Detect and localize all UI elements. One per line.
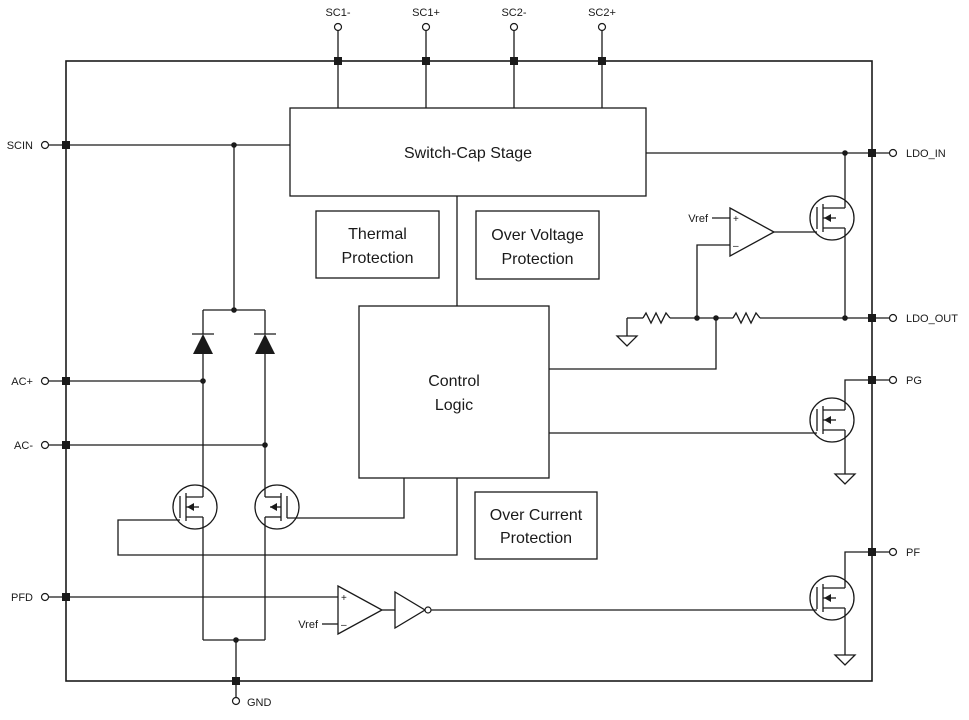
pin-label-sc2-minus: SC2-: [501, 7, 526, 19]
thermal-protection-label-1: Thermal: [348, 226, 407, 243]
over-current-protection-label-1: Over Current: [490, 507, 583, 524]
over-current-protection-label-2: Protection: [500, 530, 572, 547]
control-logic-label-1: Control: [428, 373, 480, 390]
pin-pg: PG: [868, 375, 922, 387]
pin-ac-plus: AC+: [11, 376, 206, 388]
ground-icon: [833, 654, 857, 666]
pin-sc2-plus: SC2+: [588, 7, 616, 108]
pin-sc2-minus: SC2-: [501, 7, 527, 108]
opamp-icon: + –: [337, 584, 384, 636]
pin-ldo-out: LDO_OUT: [868, 313, 958, 325]
pin-label-sc2-plus: SC2+: [588, 7, 616, 19]
over-current-protection-block: [474, 491, 598, 560]
control-logic-block: [358, 305, 550, 479]
pin-sc1-minus: SC1-: [325, 7, 351, 108]
pin-label-pf: PF: [906, 547, 920, 559]
nmos-transistor-icon: [172, 484, 218, 640]
vref-ldo-label: Vref: [688, 213, 709, 225]
opamp-minus-sign: –: [733, 241, 739, 252]
pin-label-pg: PG: [906, 375, 922, 387]
pin-label-sc1-minus: SC1-: [325, 7, 350, 19]
ground-icon: [615, 335, 639, 347]
pin-label-ldo-out: LDO_OUT: [906, 313, 958, 325]
junction-dot: [694, 315, 700, 321]
pin-label-ac-plus: AC+: [11, 376, 33, 388]
pin-label-pfd: PFD: [11, 592, 33, 604]
package-outline: [65, 60, 873, 682]
pin-label-scin: SCIN: [7, 140, 33, 152]
resistor-icon: [732, 311, 761, 325]
opamp-plus-sign: +: [733, 214, 739, 225]
pin-gnd: GND: [231, 677, 272, 709]
pin-ldo-in: LDO_IN: [868, 148, 946, 160]
pin-label-gnd: GND: [247, 697, 272, 709]
pin-pf: PF: [868, 547, 920, 559]
vref-pfd-label: Vref: [298, 619, 319, 631]
inverter-icon: [394, 590, 432, 630]
switch-cap-stage-block: [289, 107, 647, 197]
pin-ac-minus: AC-: [14, 440, 268, 452]
pin-scin: SCIN: [7, 140, 290, 152]
over-voltage-protection-block: [475, 210, 600, 280]
nmos-transistor-icon: [809, 397, 855, 443]
opamp-icon: + –: [729, 206, 776, 258]
resistor-icon: [642, 311, 671, 325]
over-voltage-protection-label-2: Protection: [501, 251, 573, 268]
switch-cap-stage-label: Switch-Cap Stage: [404, 145, 532, 162]
nmos-transistor-icon: [254, 484, 300, 640]
diode-icon: [192, 333, 214, 354]
thermal-protection-label-2: Protection: [341, 250, 413, 267]
opamp-plus-sign: +: [341, 593, 347, 604]
pin-label-ldo-in: LDO_IN: [906, 148, 946, 160]
diode-icon: [254, 333, 276, 354]
junction-dot: [842, 315, 848, 321]
ground-icon: [833, 473, 857, 485]
pin-label-sc1-plus: SC1+: [412, 7, 440, 19]
junction-dot: [231, 307, 237, 313]
opamp-minus-sign: –: [341, 620, 347, 631]
pin-sc1-plus: SC1+: [412, 7, 440, 108]
nmos-transistor-icon: [809, 195, 855, 241]
pin-pfd: PFD: [11, 592, 338, 604]
nmos-transistor-icon: [809, 575, 855, 621]
control-logic-label-2: Logic: [435, 397, 473, 414]
over-voltage-protection-label-1: Over Voltage: [491, 227, 584, 244]
pin-label-ac-minus: AC-: [14, 440, 33, 452]
thermal-protection-block: [315, 210, 440, 279]
